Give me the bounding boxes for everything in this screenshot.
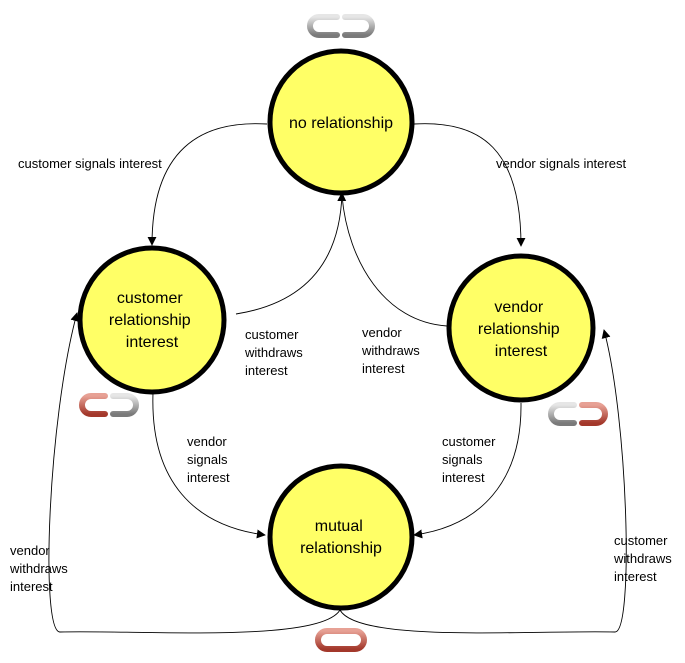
state-customer-relationship-interest: customer relationship interest bbox=[77, 245, 227, 395]
edge-vendor-signals-mutual bbox=[152, 392, 266, 539]
edge-customer-withdraws-interest bbox=[235, 192, 347, 315]
state-mutual-relationship: mutual relationship bbox=[267, 463, 415, 611]
state-label-line: relationship bbox=[478, 321, 560, 338]
edge-label-vendor-signals-interest-low: vendor signals interest bbox=[187, 434, 231, 485]
state-label-line: interest bbox=[495, 343, 548, 360]
edge-vendor-withdraws-outer bbox=[48, 312, 341, 634]
edge-label-vendor-withdraws-interest-outer: vendor withdraws interest bbox=[9, 543, 71, 594]
svg-text:no relationship: no relationship bbox=[289, 115, 393, 132]
edge-label-vendor-withdraws-interest: vendor withdraws interest bbox=[361, 325, 423, 376]
state-vendor-relationship-interest: vendor relationship interest bbox=[446, 253, 596, 403]
state-label-line: no relationship bbox=[289, 115, 393, 132]
chain-link-joined-icon bbox=[315, 628, 367, 652]
state-no-relationship: no relationship bbox=[267, 48, 415, 196]
svg-text:vendor relationship: vendor relationship interest bbox=[478, 299, 564, 360]
edge-label-customer-withdraws-interest-outer: customer withdraws interest bbox=[613, 533, 675, 584]
edge-customer-signals-mutual bbox=[413, 402, 522, 539]
svg-text:mutual relationship: mutual relationship bbox=[300, 518, 382, 557]
state-label-line: relationship bbox=[109, 312, 191, 329]
edge-vendor-signals-interest bbox=[413, 123, 526, 247]
edge-customer-withdraws-outer bbox=[339, 329, 627, 634]
state-label-line: interest bbox=[126, 334, 179, 351]
edge-customer-signals-interest bbox=[147, 123, 268, 246]
chain-link-half-icon bbox=[79, 393, 139, 417]
state-label-line: customer bbox=[117, 290, 183, 307]
chain-link-broken-icon bbox=[307, 14, 375, 38]
edge-label-customer-withdraws-interest: customer withdraws interest bbox=[244, 327, 306, 378]
edge-label-customer-signals-interest: customer signals interest bbox=[18, 156, 162, 171]
chain-link-half-icon bbox=[548, 402, 608, 426]
edge-label-vendor-signals-interest: vendor signals interest bbox=[496, 156, 626, 171]
state-label-line: relationship bbox=[300, 540, 382, 557]
state-label-line: mutual bbox=[315, 518, 363, 535]
svg-text:customer relationship: customer relationship interest bbox=[109, 290, 195, 351]
edge-vendor-withdraws-interest bbox=[341, 195, 448, 327]
state-label-line: vendor bbox=[494, 299, 544, 316]
edge-label-customer-signals-interest-low: customer signals interest bbox=[442, 434, 499, 485]
